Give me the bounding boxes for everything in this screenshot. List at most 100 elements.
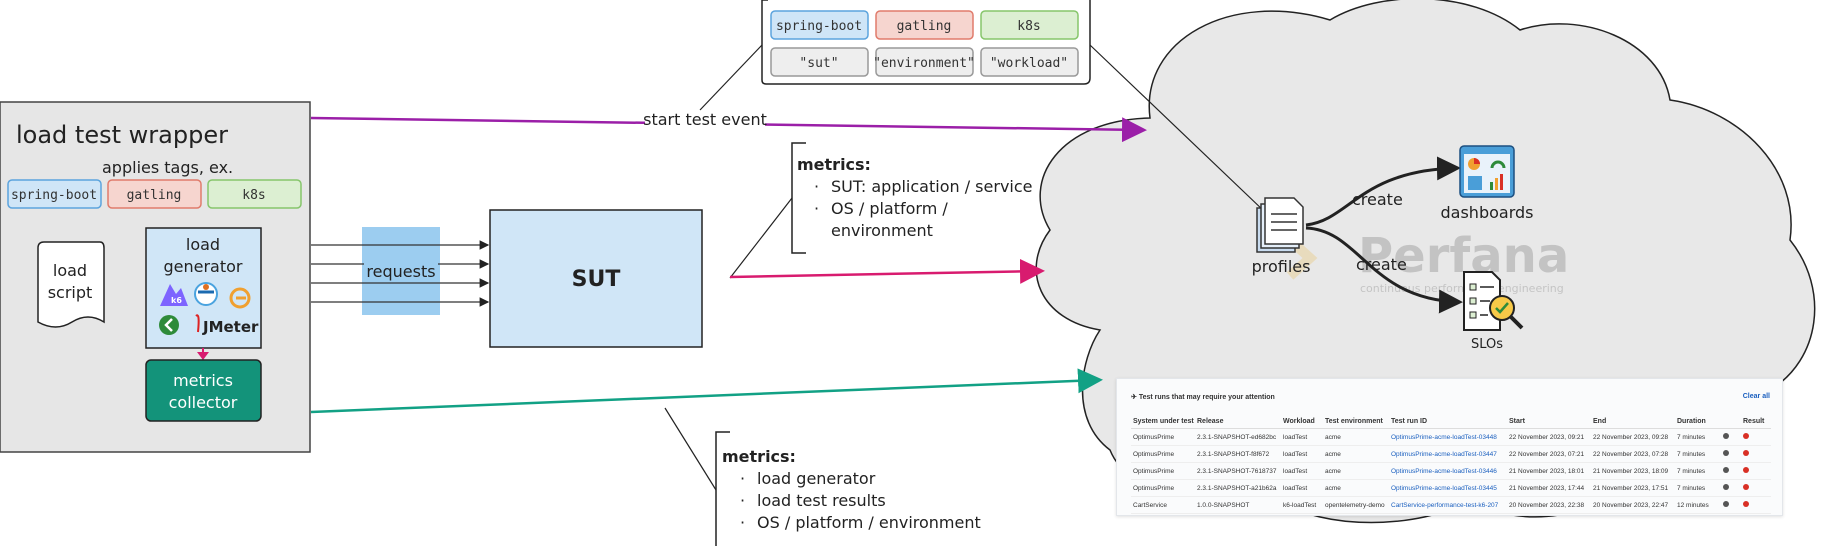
eye-icon[interactable] — [1723, 484, 1729, 490]
requests-label: requests — [366, 262, 435, 281]
failed-status-icon — [1743, 450, 1749, 456]
load-generator-label-2: generator — [163, 257, 242, 276]
collector-metrics-arrow — [310, 368, 1103, 414]
table-cell: 2.3.1-SNAPSHOT-f8f672 — [1195, 445, 1281, 463]
kotlin-logo — [159, 315, 179, 335]
event-tag-key-spring-boot — [770, 10, 869, 40]
table-cell: loadTest — [1281, 445, 1323, 463]
generator-to-collector-arrow — [197, 352, 209, 360]
test-run-id-link[interactable]: OptimusPrime-acme-loadTest-03448 — [1389, 428, 1507, 446]
failed-status-icon — [1743, 433, 1749, 439]
event-tag-key-3: k8s — [1017, 19, 1040, 34]
create-label-1: create — [1352, 190, 1403, 209]
table-cell: acme — [1323, 428, 1389, 446]
eye-icon[interactable] — [1723, 467, 1729, 473]
collector-metrics-bullet-2: · — [740, 491, 745, 510]
view-cell — [1721, 479, 1741, 497]
tag-gatling-label: gatling — [127, 188, 182, 203]
create-label-2: create — [1356, 255, 1407, 274]
metrics-collector-label-2: collector — [169, 393, 238, 412]
event-tag-value-sut — [770, 47, 869, 77]
metrics-collector-box — [145, 359, 262, 422]
table-cell: 22 November 2023, 07:28 — [1591, 445, 1675, 463]
collector-metrics-callout — [664, 407, 717, 491]
eye-icon[interactable] — [1723, 433, 1729, 439]
k6-logo-text: k6 — [171, 296, 182, 305]
clear-all-link[interactable]: Clear all — [1742, 393, 1770, 400]
view-cell — [1721, 428, 1741, 446]
test-run-id-link[interactable]: OptimusPrime-acme-loadTest-03446 — [1389, 462, 1507, 480]
table-cell: 1.0.0-SNAPSHOT — [1195, 496, 1281, 514]
event-tag-value-workload — [980, 47, 1079, 77]
table-cell: 22 November 2023, 07:21 — [1507, 445, 1591, 463]
sut-metrics-item-1: SUT: application / service — [831, 177, 1033, 196]
col-end: End — [1591, 415, 1675, 429]
gatling-logo — [229, 287, 251, 309]
table-cell: OptimusPrime — [1131, 462, 1195, 480]
create-slos-arrow — [1305, 226, 1463, 314]
table-cell: OptimusPrime — [1131, 428, 1195, 446]
event-tags-callout — [699, 44, 763, 111]
test-runs-table: System under test Release Workload Test … — [1131, 415, 1771, 514]
profiles-icon — [1256, 197, 1304, 253]
dashboards-icon — [1459, 145, 1515, 198]
start-test-event-label: start test event — [643, 110, 767, 129]
collector-metrics-bracket — [715, 431, 730, 546]
result-cell — [1741, 496, 1771, 514]
slos-icon — [1463, 271, 1524, 331]
tag-spring-boot-label: spring-boot — [11, 188, 97, 203]
collector-metrics-bullet-1: · — [740, 469, 745, 488]
watermark-tagline: continuous performance engineering — [1360, 282, 1564, 295]
sut-metrics-title: metrics: — [797, 155, 871, 174]
table-cell: 20 November 2023, 22:47 — [1591, 496, 1675, 514]
test-run-id-link[interactable]: OptimusPrime-acme-loadTest-03445 — [1389, 479, 1507, 497]
tag-k8s — [207, 179, 302, 209]
test-run-id-link[interactable]: OptimusPrime-acme-loadTest-03447 — [1389, 445, 1507, 463]
event-tag-value-3: "workload" — [990, 56, 1068, 71]
test-runs-header: ✈ Test runs that may require your attent… — [1131, 393, 1275, 401]
load-script-shape — [37, 241, 105, 328]
collector-metrics-item-1: load generator — [757, 469, 876, 488]
table-cell: 7 minutes — [1675, 428, 1721, 446]
sut-box — [489, 209, 703, 348]
applies-tags-label: applies tags, ex. — [102, 158, 233, 177]
col-system-under-test: System under test — [1131, 415, 1195, 429]
view-cell — [1721, 496, 1741, 514]
view-cell — [1721, 462, 1741, 480]
result-cell — [1741, 445, 1771, 463]
table-cell: 22 November 2023, 09:21 — [1507, 428, 1591, 446]
table-cell: OptimusPrime — [1131, 479, 1195, 497]
event-tag-key-gatling — [875, 10, 974, 40]
result-cell — [1741, 428, 1771, 446]
collector-metrics-item-3: OS / platform / environment — [757, 513, 981, 532]
event-tag-value-environment — [875, 47, 974, 77]
table-cell: 7 minutes — [1675, 479, 1721, 497]
event-tag-value-1: "sut" — [799, 56, 838, 71]
test-runs-panel: ✈ Test runs that may require your attent… — [1116, 378, 1783, 516]
jmeter-logo: JMeter — [195, 314, 259, 336]
table-cell: loadTest — [1281, 428, 1323, 446]
table-cell: 21 November 2023, 17:44 — [1507, 479, 1591, 497]
failed-status-icon — [1743, 467, 1749, 473]
col-start: Start — [1507, 415, 1591, 429]
table-cell: 21 November 2023, 17:51 — [1591, 479, 1675, 497]
tag-gatling — [107, 179, 202, 209]
test-run-id-link[interactable]: CartService-performance-test-k6-207 — [1389, 496, 1507, 514]
load-script-label-1: load — [53, 261, 87, 280]
table-cell: acme — [1323, 479, 1389, 497]
profiles-label: profiles — [1252, 257, 1311, 276]
eye-icon[interactable] — [1723, 450, 1729, 456]
sut-metrics-arrow — [729, 258, 1045, 284]
jmeter-logo-text: JMeter — [202, 318, 259, 336]
sut-metrics-item-3: environment — [831, 221, 933, 240]
eye-icon[interactable] — [1723, 501, 1729, 507]
wrapper-title: load test wrapper — [16, 121, 228, 149]
bell-icon: ✈ — [1131, 394, 1137, 401]
slos-label: SLOs — [1471, 337, 1503, 352]
table-cell: 22 November 2023, 09:28 — [1591, 428, 1675, 446]
